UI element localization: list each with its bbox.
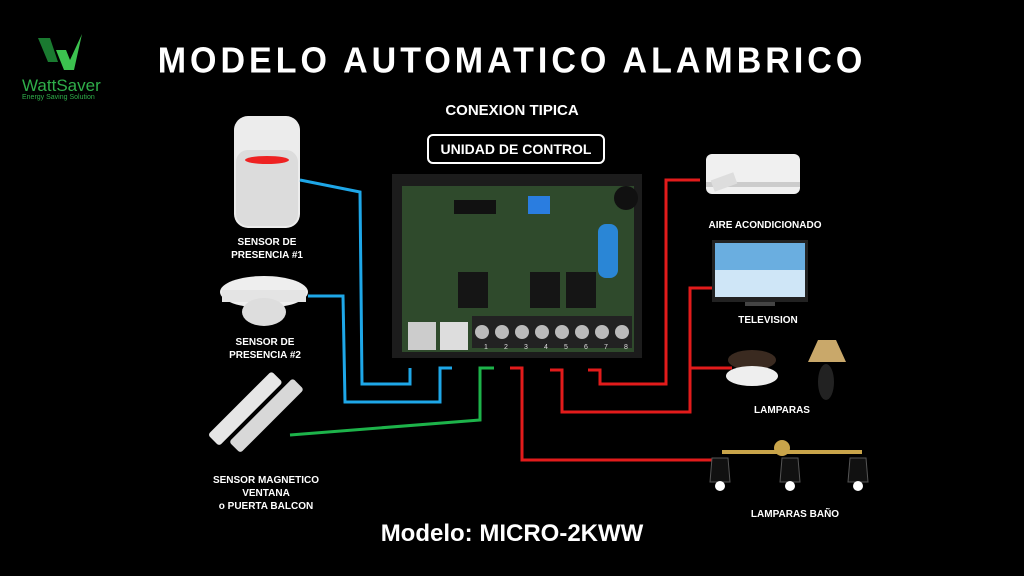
terminal-number: 5 xyxy=(564,344,568,351)
label-line: SENSOR DE xyxy=(237,237,297,248)
air-conditioner-icon xyxy=(706,154,800,194)
label-line: SENSOR MAGNETICO xyxy=(212,475,320,486)
control-board-icon xyxy=(392,174,642,358)
wire-tv xyxy=(550,286,712,414)
control-unit-label: UNIDAD DE CONTROL xyxy=(427,134,605,164)
lamparas-bano-label: LAMPARAS BAÑO xyxy=(750,509,840,520)
terminal-numbers: 1 2 3 4 5 6 7 8 xyxy=(476,344,636,351)
wire-sensor-2 xyxy=(308,294,452,404)
sensor-2-label: SENSOR DE PRESENCIA #2 xyxy=(205,336,325,362)
label-line: PRESENCIA #1 xyxy=(231,250,303,261)
label-line: o PUERTA BALCON xyxy=(218,501,314,512)
sensor-1-label: SENSOR DE PRESENCIA #1 xyxy=(207,236,327,262)
ceiling-lamp-icon xyxy=(726,350,778,386)
page-title: MODELO AUTOMATICO ALAMBRICO xyxy=(157,41,867,81)
wire-magnetic xyxy=(289,366,494,437)
lamparas-label: LAMPARAS xyxy=(754,405,810,416)
subtitle: CONEXION TIPICA xyxy=(445,102,579,119)
logo-name: WattSaver xyxy=(22,76,101,95)
table-lamp-icon xyxy=(808,340,846,400)
wire-lamparas-bano xyxy=(510,366,720,462)
logo-tagline: Energy Saving Solution xyxy=(22,94,95,101)
terminal-number: 3 xyxy=(524,344,528,351)
terminal-number: 6 xyxy=(584,344,588,351)
magnetic-sensor-icon xyxy=(209,372,303,452)
label-line: SENSOR DE xyxy=(235,337,295,348)
label-line: VENTANA xyxy=(242,488,290,499)
magnetic-sensor-label: SENSOR MAGNETICO VENTANA o PUERTA BALCON xyxy=(196,474,336,513)
model-label: Modelo: MICRO-2KWW xyxy=(380,520,644,547)
wire-sensor-1 xyxy=(299,178,412,386)
wires xyxy=(289,178,732,462)
presence-sensor-2-icon xyxy=(220,276,308,326)
terminal-number: 7 xyxy=(604,344,608,351)
terminal-number: 1 xyxy=(484,344,488,351)
tv-label: TELEVISION xyxy=(738,315,798,326)
terminal-number: 4 xyxy=(544,344,548,351)
terminal-number: 2 xyxy=(504,344,508,351)
television-icon xyxy=(712,240,808,306)
wattsaver-logo-icon xyxy=(38,34,82,70)
bathroom-lamp-icon xyxy=(709,440,869,491)
label-line: PRESENCIA #2 xyxy=(229,350,301,361)
presence-sensor-1-icon xyxy=(234,116,300,228)
wire-ac xyxy=(588,178,700,386)
ac-label: AIRE ACONDICIONADO xyxy=(708,220,822,231)
terminal-number: 8 xyxy=(624,344,628,351)
